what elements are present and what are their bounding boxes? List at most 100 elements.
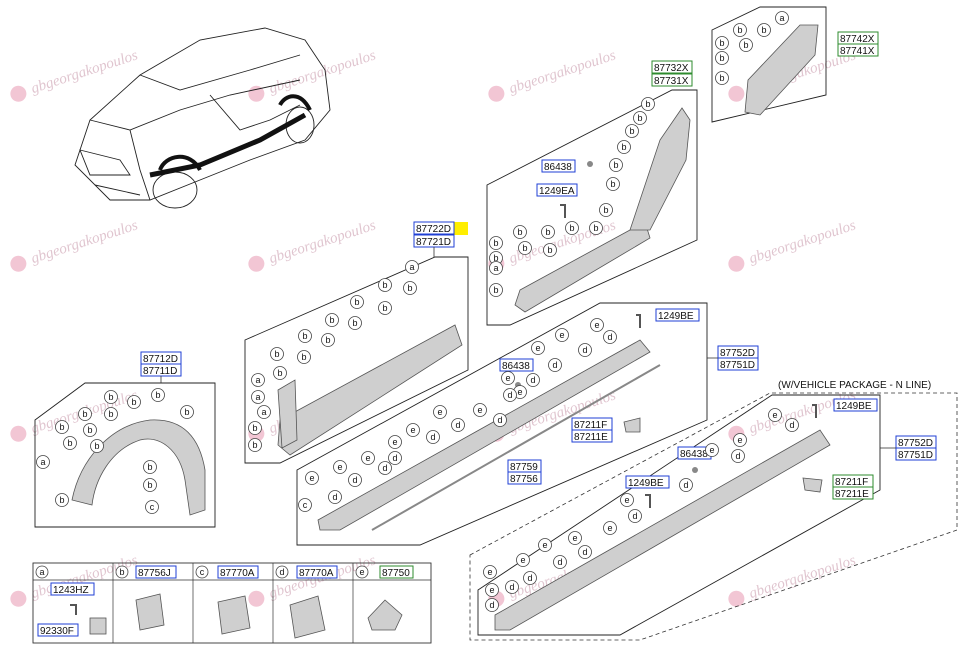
callout-circle-b [127, 395, 141, 409]
callout-letter-b: b [382, 303, 387, 313]
legend-letter-d: d [279, 567, 284, 577]
part-number-87751D-a: 87751D [720, 360, 755, 371]
callout-letter-b: b [522, 243, 527, 253]
part-label-87732X[interactable] [651, 60, 693, 74]
callout-circle-e [568, 531, 582, 545]
callout-circle-e [733, 433, 747, 447]
callout-circle-b [589, 221, 603, 235]
part-number-87770A-d: 87770A [299, 568, 334, 579]
part-label-87731X[interactable] [651, 73, 693, 87]
callout-circle-d [679, 478, 693, 492]
callout-circle-a [251, 373, 265, 387]
callout-letter-d: d [392, 453, 397, 463]
legend-cell-e: e 87750 [355, 565, 414, 631]
callout-letter-d: d [607, 332, 612, 342]
callout-circle-b [378, 301, 392, 315]
part-label-86438-a[interactable] [541, 159, 576, 173]
part-number-87741X: 87741X [840, 46, 875, 57]
svg-text:gbgeorgakopoulos: gbgeorgakopoulos [747, 552, 858, 602]
part-number-86438-a: 86438 [544, 162, 572, 173]
callout-circle-e [531, 341, 545, 355]
callout-letter-a: a [40, 457, 45, 467]
callout-letter-d: d [430, 432, 435, 442]
part-label-87770A-c[interactable] [217, 565, 259, 579]
part-label-1249BE-b[interactable] [833, 398, 878, 412]
callout-letter-b: b [645, 99, 650, 109]
callout-circle-d [505, 580, 519, 594]
callout-letter-a: a [409, 262, 414, 272]
callout-letter-a: a [255, 392, 260, 402]
callout-letter-b: b [719, 73, 724, 83]
callout-circle-b [489, 236, 503, 250]
callout-circle-b [641, 97, 655, 111]
part-label-1249EA[interactable] [536, 183, 578, 197]
callout-circle-e [483, 565, 497, 579]
callout-letter-b: b [147, 462, 152, 472]
callout-letter-b: b [637, 113, 642, 123]
part-number-87731X: 87731X [654, 76, 689, 87]
callout-letter-b: b [67, 438, 72, 448]
callout-letter-b: b [603, 205, 608, 215]
svg-text:gbgeorgakopoulos: gbgeorgakopoulos [267, 47, 378, 97]
callout-letter-d: d [557, 557, 562, 567]
callout-circle-d [553, 555, 567, 569]
callout-circle-b [739, 38, 753, 52]
part-label-87751D-a[interactable] [717, 357, 759, 371]
part-number-87752D-b: 87752D [898, 438, 933, 449]
part-label-87756[interactable] [507, 471, 542, 485]
callout-circle-b [63, 436, 77, 450]
callout-circle-b [543, 243, 557, 257]
callout-circle-b [518, 241, 532, 255]
legend-cell-b: b 87756J [115, 565, 177, 631]
part-number-87756J: 87756J [138, 568, 171, 579]
part-number-87742X: 87742X [840, 34, 875, 45]
part-label-87750[interactable] [379, 565, 414, 579]
part-label-87751D-b[interactable] [895, 447, 937, 461]
callout-circle-d [503, 388, 517, 402]
callout-circle-b [715, 51, 729, 65]
callout-letter-a: a [255, 375, 260, 385]
callout-circle-b [143, 460, 157, 474]
car-illustration [74, 27, 331, 209]
part-number-1249BE-b: 1249BE [836, 401, 872, 412]
callout-letter-d: d [632, 511, 637, 521]
part-label-87211E-b[interactable] [832, 486, 874, 500]
part-label-87756J[interactable] [135, 565, 177, 579]
callout-letter-d: d [352, 475, 357, 485]
callout-letter-b: b [610, 179, 615, 189]
callout-circle-e [555, 328, 569, 342]
callout-circle-a [251, 390, 265, 404]
callout-letter-d: d [489, 600, 494, 610]
callout-letter-e: e [709, 445, 714, 455]
part-label-92330F[interactable] [37, 623, 79, 637]
callout-letter-b: b [593, 223, 598, 233]
callout-circle-d [578, 343, 592, 357]
part-label-87770A-d[interactable] [296, 565, 338, 579]
callout-letter-e: e [572, 533, 577, 543]
part-label-86438-b[interactable] [499, 358, 534, 372]
callout-letter-b: b [82, 409, 87, 419]
part-label-1249BE-c[interactable] [625, 475, 670, 489]
callout-circle-c [298, 498, 312, 512]
callout-letter-b: b [59, 422, 64, 432]
part-label-87722D[interactable] [413, 221, 455, 235]
part-label-87741X[interactable] [837, 43, 879, 57]
part-label-87211E-a[interactable] [571, 429, 613, 443]
callout-circle-e [361, 451, 375, 465]
callout-circle-e [768, 408, 782, 422]
callout-letter-d: d [683, 480, 688, 490]
callout-letter-b: b [277, 368, 282, 378]
callout-circle-e [516, 553, 530, 567]
legend-cell-d: d 87770A [275, 565, 338, 639]
legend-letter-b: b [119, 567, 124, 577]
callout-circle-e [406, 423, 420, 437]
part-label-1243HZ[interactable] [50, 582, 95, 596]
part-number-86438-c: 86438 [680, 449, 708, 460]
callout-circle-d [603, 330, 617, 344]
part-label-1249BE-a[interactable] [655, 308, 700, 322]
callout-letter-e: e [487, 567, 492, 577]
callout-circle-a [489, 261, 503, 275]
part-number-86438-b: 86438 [502, 361, 530, 372]
panel-outline-nline [469, 392, 958, 641]
callout-circle-a [775, 11, 789, 25]
